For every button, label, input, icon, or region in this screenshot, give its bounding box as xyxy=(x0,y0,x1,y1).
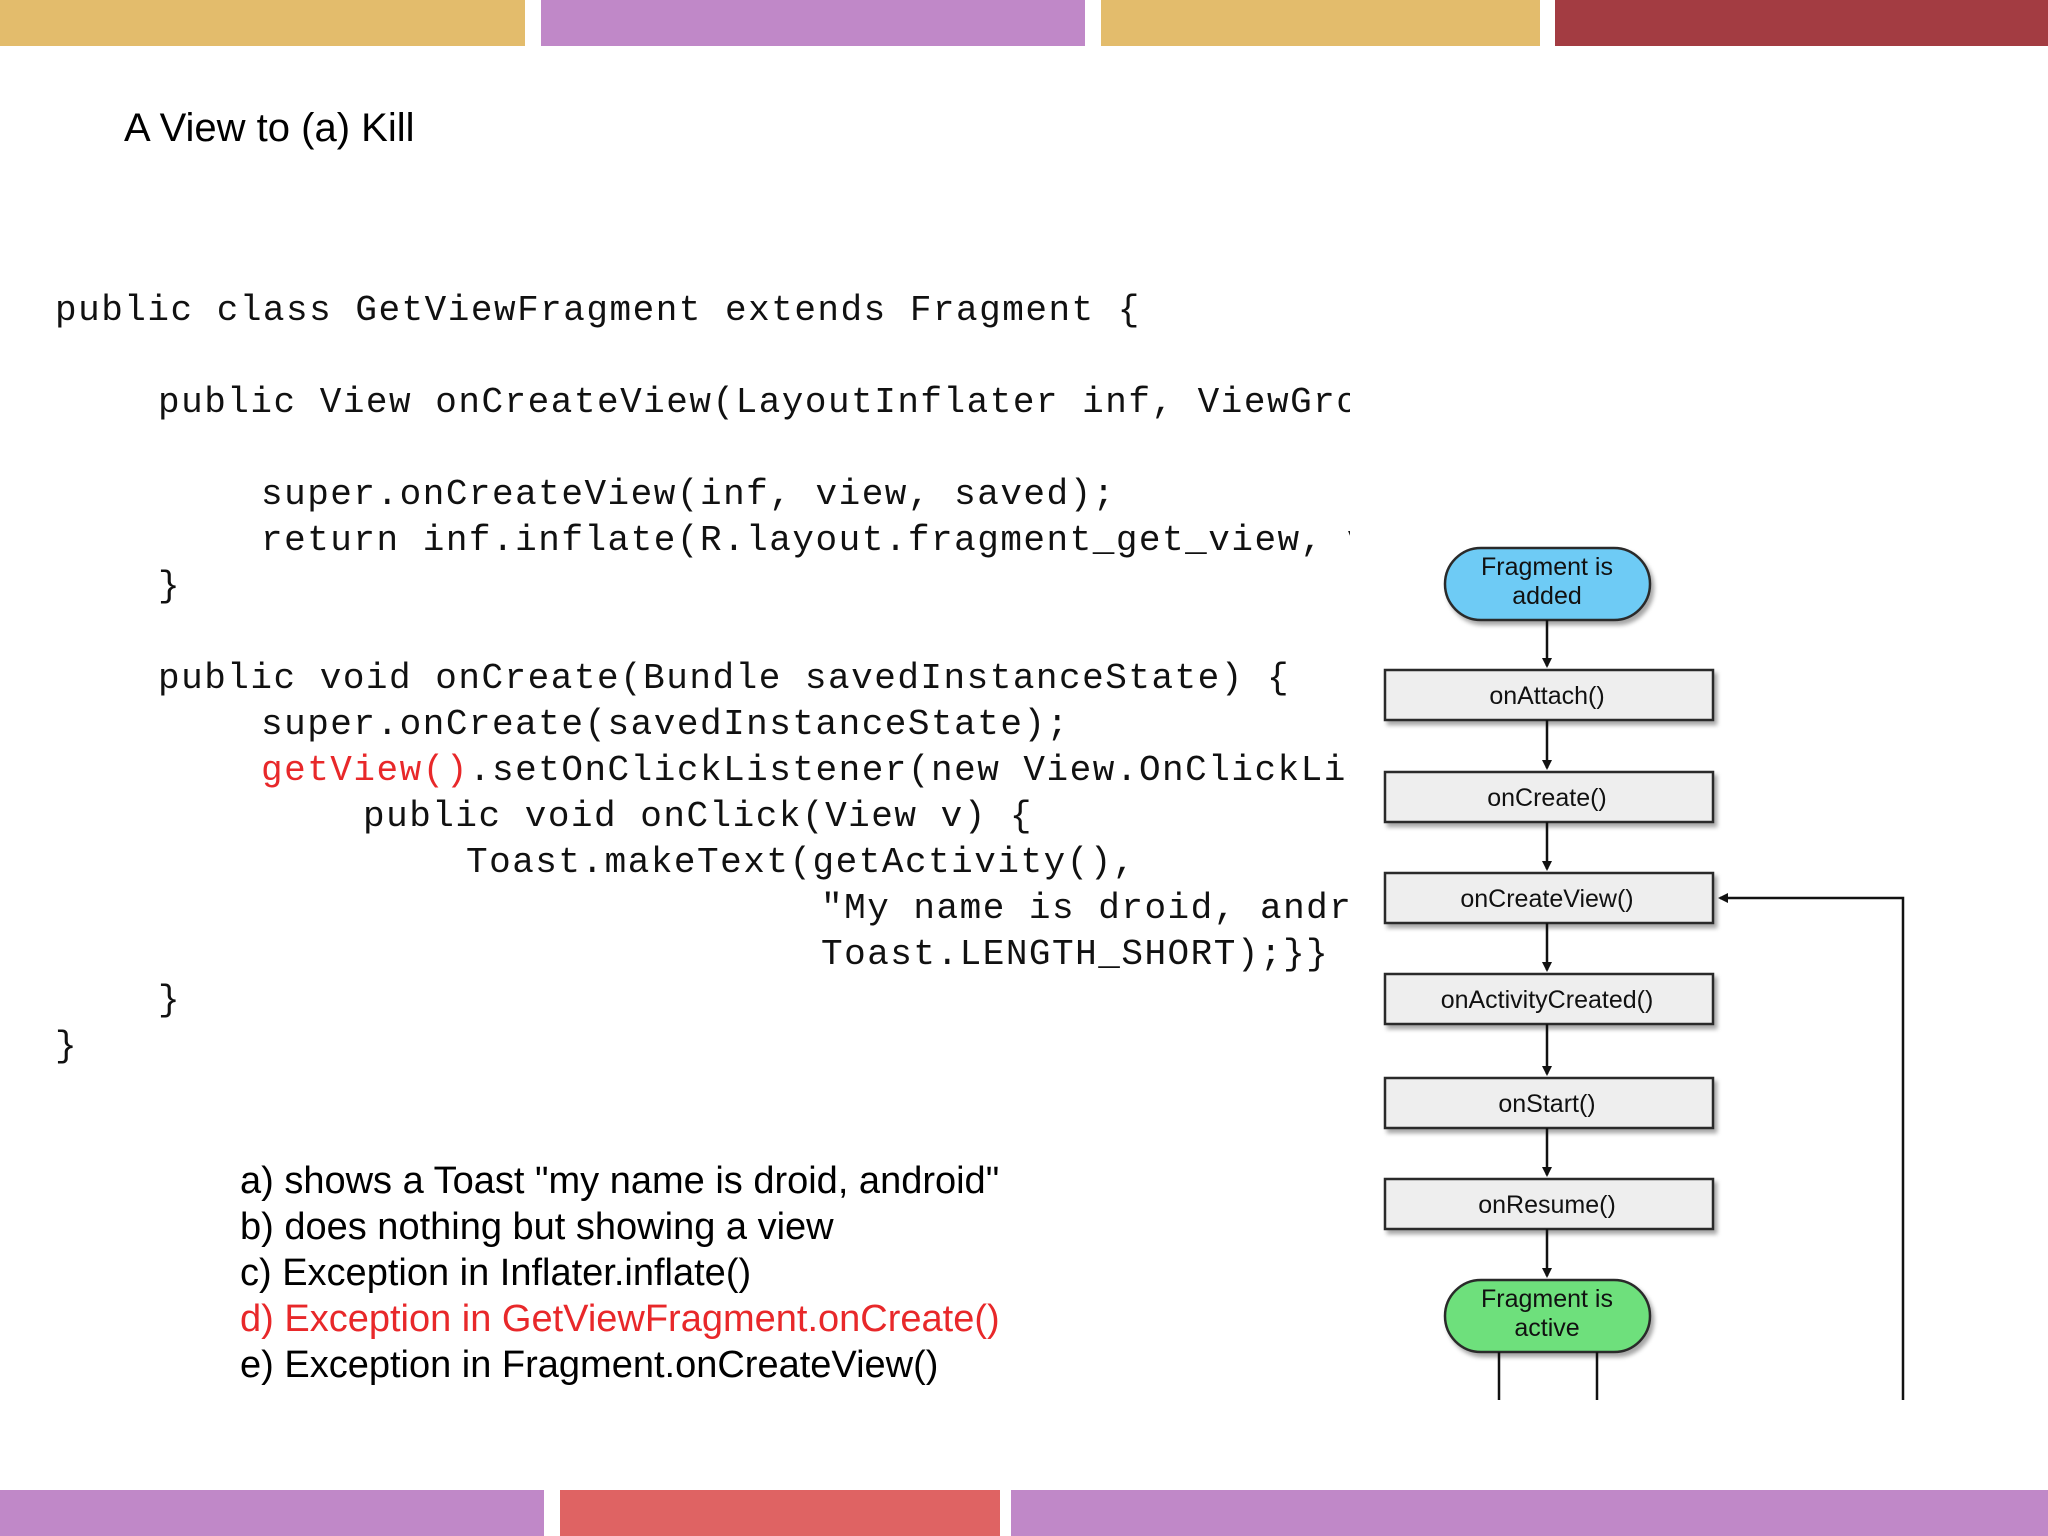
code-block: public class GetViewFragment extends Fra… xyxy=(0,0,1350,1080)
bottom-bar-coral xyxy=(560,1490,1000,1536)
code-line-11: "My name is droid, android", xyxy=(821,888,1350,929)
answer-a: a) shows a Toast "my name is droid, andr… xyxy=(240,1160,1000,1202)
code-line-4: return inf.inflate(R.layout.fragment_get… xyxy=(261,520,1350,561)
top-bar-mustard-1 xyxy=(0,0,525,46)
answer-d: d) Exception in GetViewFragment.onCreate… xyxy=(240,1298,1000,1340)
top-bar-lavender xyxy=(541,0,1085,46)
onresume-node: onResume() xyxy=(1383,1177,1715,1231)
code-line-8: getView().setOnClickListener(new View.On… xyxy=(261,750,1350,791)
code-line-13: } xyxy=(158,980,182,1021)
code-line-5: } xyxy=(158,566,182,607)
code-line-7: super.onCreate(savedInstanceState); xyxy=(261,704,1070,745)
slide-title: A View to (a) Kill xyxy=(124,106,415,150)
set-listener-call: .setOnClickListener(new View.OnClickList… xyxy=(468,750,1350,791)
oncreateview-node: onCreateView() xyxy=(1383,871,1715,925)
fragment-added-label-2: added xyxy=(1512,582,1582,610)
oncreateview-label: onCreateView() xyxy=(1460,885,1633,913)
code-line-10: Toast.makeText(getActivity(), xyxy=(466,842,1137,883)
oncreate-node: onCreate() xyxy=(1383,770,1715,824)
getview-call: getView() xyxy=(261,750,469,791)
onstart-label: onStart() xyxy=(1498,1090,1595,1118)
return-arrow-to-oncreateview xyxy=(1718,893,1905,1400)
code-line-1: public class GetViewFragment extends Fra… xyxy=(55,290,1141,331)
answer-c: c) Exception in Inflater.inflate() xyxy=(240,1252,752,1294)
bottom-bar-lavender-2 xyxy=(1011,1490,2048,1536)
code-line-3: super.onCreateView(inf, view, saved); xyxy=(261,474,1116,515)
fragment-active-label-2: active xyxy=(1514,1314,1579,1342)
fragment-active-label-1: Fragment is xyxy=(1481,1285,1613,1313)
onstart-node: onStart() xyxy=(1383,1076,1715,1130)
bottom-bar-lavender-1 xyxy=(0,1490,544,1536)
fragment-added-label-1: Fragment is xyxy=(1481,553,1613,581)
fragment-added-node: Fragment is added xyxy=(1443,546,1652,622)
top-bar-mustard-2 xyxy=(1101,0,1540,46)
onresume-label: onResume() xyxy=(1478,1191,1616,1219)
onattach-node: onAttach() xyxy=(1383,668,1715,722)
code-line-6: public void onCreate(Bundle savedInstanc… xyxy=(158,658,1291,699)
oncreate-label: onCreate() xyxy=(1487,784,1607,812)
onactivitycreated-label: onActivityCreated() xyxy=(1441,986,1654,1014)
code-line-12: Toast.LENGTH_SHORT);}} xyxy=(821,934,1330,975)
onattach-label: onAttach() xyxy=(1489,682,1604,710)
code-line-2: public View onCreateView(LayoutInflater … xyxy=(158,382,1350,423)
answer-b: b) does nothing but showing a view xyxy=(240,1206,834,1248)
answer-e: e) Exception in Fragment.onCreateView() xyxy=(240,1344,939,1386)
code-line-9: public void onClick(View v) { xyxy=(363,796,1034,837)
fragment-active-node: Fragment is active xyxy=(1443,1278,1652,1354)
onactivitycreated-node: onActivityCreated() xyxy=(1383,972,1715,1026)
code-line-14: } xyxy=(55,1026,79,1067)
top-bar-crimson xyxy=(1555,0,2048,46)
fragment-lifecycle-diagram: Fragment is added onAttach() onCreate() … xyxy=(1383,546,1905,1400)
answer-list: a) shows a Toast "my name is droid, andr… xyxy=(240,1158,1000,1388)
